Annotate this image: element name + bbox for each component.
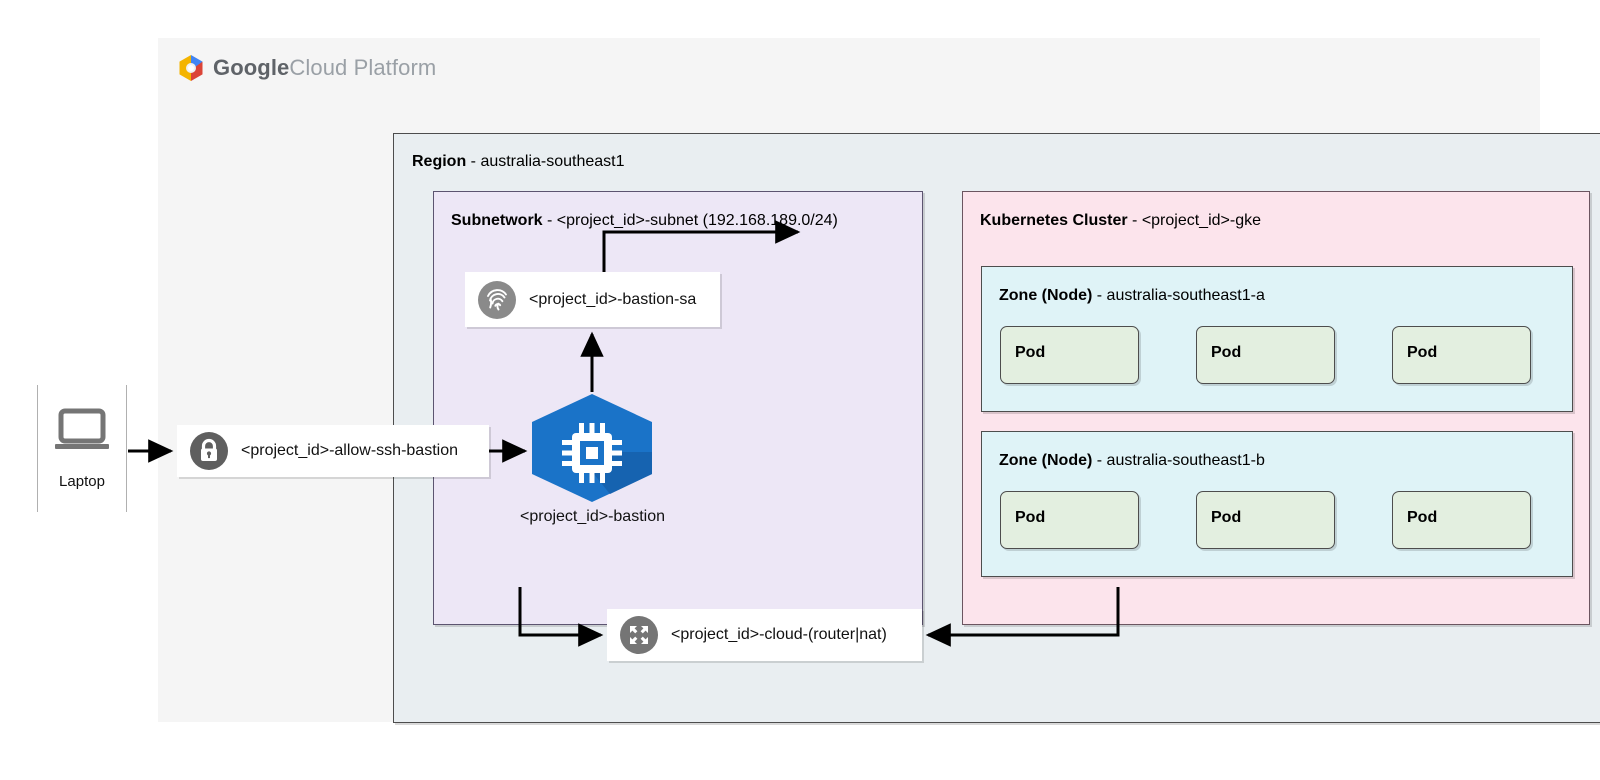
pod[interactable]: Pod <box>1000 491 1139 549</box>
pod[interactable]: Pod <box>1392 326 1531 384</box>
cloud-router-nat-node[interactable]: <project_id>-cloud-(router|nat) <box>607 609 922 661</box>
pod[interactable]: Pod <box>1196 326 1335 384</box>
pod[interactable]: Pod <box>1392 491 1531 549</box>
cluster-title-rest: - <project_id>-gke <box>1127 212 1261 229</box>
pod-label: Pod <box>1407 344 1438 361</box>
zone-b-title-bold: Zone (Node) <box>999 452 1093 469</box>
pod-label: Pod <box>1211 344 1242 361</box>
gcp-brand: GoogleCloud Platform <box>178 54 436 82</box>
laptop-node[interactable]: Laptop <box>37 385 127 512</box>
pod-label: Pod <box>1407 509 1438 526</box>
zone-node-a: Zone (Node) - australia-southeast1-a Pod… <box>981 266 1573 412</box>
lock-icon <box>190 432 228 470</box>
region-title-rest: - australia-southeast1 <box>466 153 625 170</box>
laptop-label: Laptop <box>59 473 105 490</box>
gcp-wordmark: GoogleCloud Platform <box>213 55 436 81</box>
pod-label: Pod <box>1015 509 1046 526</box>
brand-name-light: Cloud Platform <box>289 55 437 80</box>
cluster-title-bold: Kubernetes Cluster <box>980 212 1128 229</box>
zone-a-title: Zone (Node) - australia-southeast1-a <box>999 287 1265 305</box>
firewall-rule-node[interactable]: <project_id>-allow-ssh-bastion <box>177 425 489 477</box>
laptop-icon <box>53 407 111 455</box>
kubernetes-cluster-title: Kubernetes Cluster - <project_id>-gke <box>980 212 1261 230</box>
service-account-label: <project_id>-bastion-sa <box>529 290 697 308</box>
zone-node-b: Zone (Node) - australia-southeast1-b Pod… <box>981 431 1573 577</box>
zone-b-title-rest: - australia-southeast1-b <box>1092 452 1265 469</box>
pod[interactable]: Pod <box>1196 491 1335 549</box>
compute-engine-hexagon-icon <box>532 394 652 502</box>
subnetwork-title-bold: Subnetwork <box>451 212 543 229</box>
cloud-router-nat-label: <project_id>-cloud-(router|nat) <box>671 626 887 643</box>
kubernetes-cluster-container: Kubernetes Cluster - <project_id>-gke Zo… <box>962 191 1590 625</box>
service-account-node[interactable]: <project_id>-bastion-sa <box>465 272 720 327</box>
pod-label: Pod <box>1015 344 1046 361</box>
region-title: Region - australia-southeast1 <box>412 153 625 171</box>
bastion-label: <project_id>-bastion <box>520 508 665 525</box>
subnetwork-title-rest: - <project_id>-subnet (192.168.189.0/24) <box>542 212 838 229</box>
bastion-node[interactable] <box>528 392 656 504</box>
region-title-bold: Region <box>412 153 467 170</box>
pod[interactable]: Pod <box>1000 326 1139 384</box>
brand-name-bold: Google <box>213 55 290 80</box>
zone-a-title-rest: - australia-southeast1-a <box>1092 287 1265 304</box>
zone-b-title: Zone (Node) - australia-southeast1-b <box>999 452 1265 470</box>
firewall-rule-label: <project_id>-allow-ssh-bastion <box>241 442 458 459</box>
subnetwork-container: Subnetwork - <project_id>-subnet (192.16… <box>433 191 923 625</box>
google-cloud-hexagon-icon <box>178 54 204 82</box>
fingerprint-icon <box>478 280 516 319</box>
zone-a-title-bold: Zone (Node) <box>999 287 1093 304</box>
router-expand-arrows-icon <box>620 616 658 654</box>
subnetwork-title: Subnetwork - <project_id>-subnet (192.16… <box>451 212 838 230</box>
pod-label: Pod <box>1211 509 1242 526</box>
